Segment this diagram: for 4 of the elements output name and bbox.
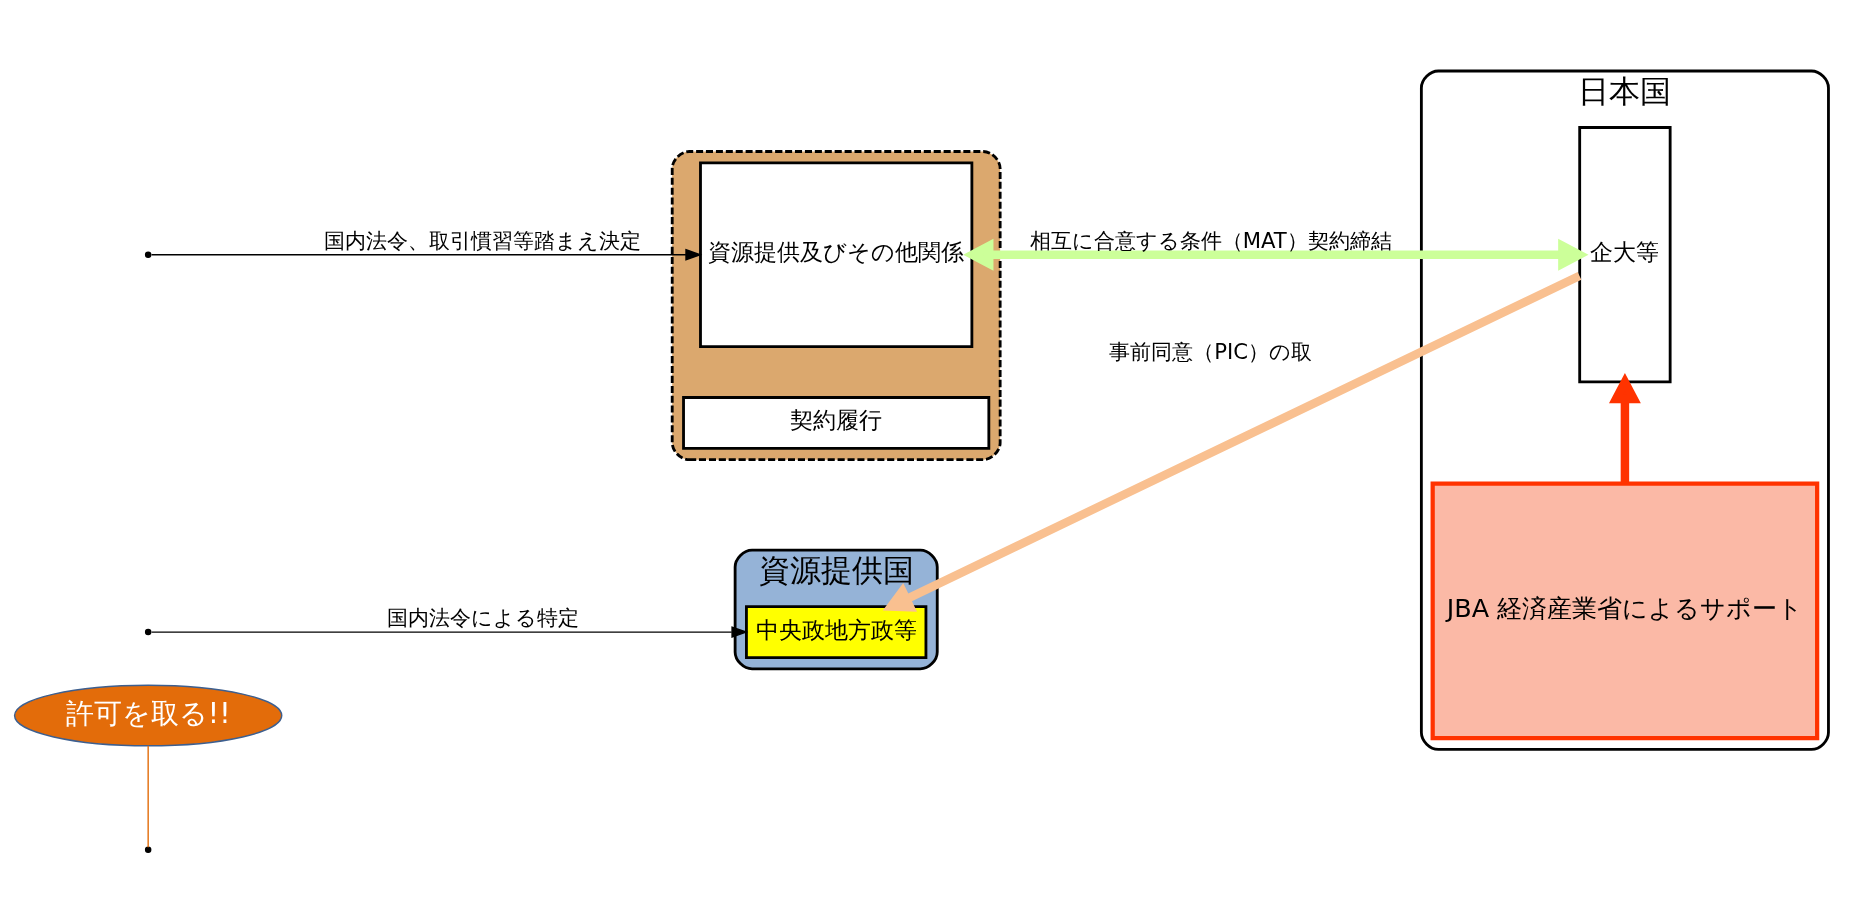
edge-label: 国内法令による特定 bbox=[386, 605, 579, 631]
edge-label: 相互に合意する条件（MAT）契約締結 bbox=[1029, 227, 1392, 253]
edge-label: 国内法令、取引慣習等踏まえ決定 bbox=[324, 227, 642, 253]
edge-label: 事前同意（PIC）の取 bbox=[1109, 339, 1313, 365]
